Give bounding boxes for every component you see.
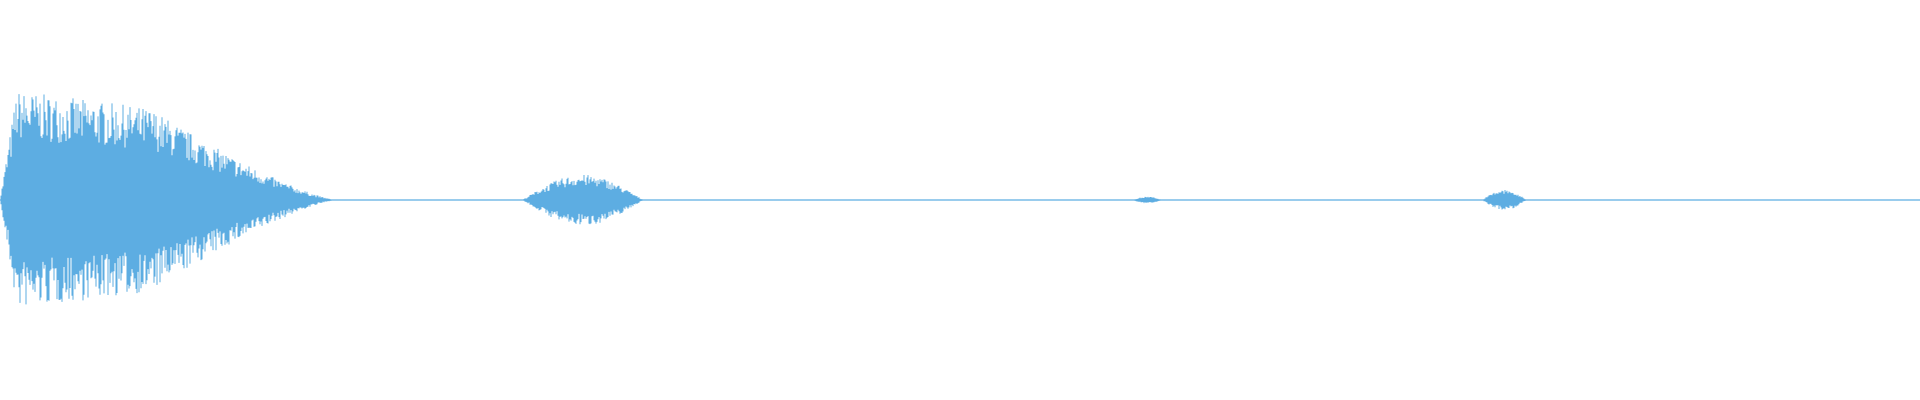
waveform-trace xyxy=(0,94,1920,305)
